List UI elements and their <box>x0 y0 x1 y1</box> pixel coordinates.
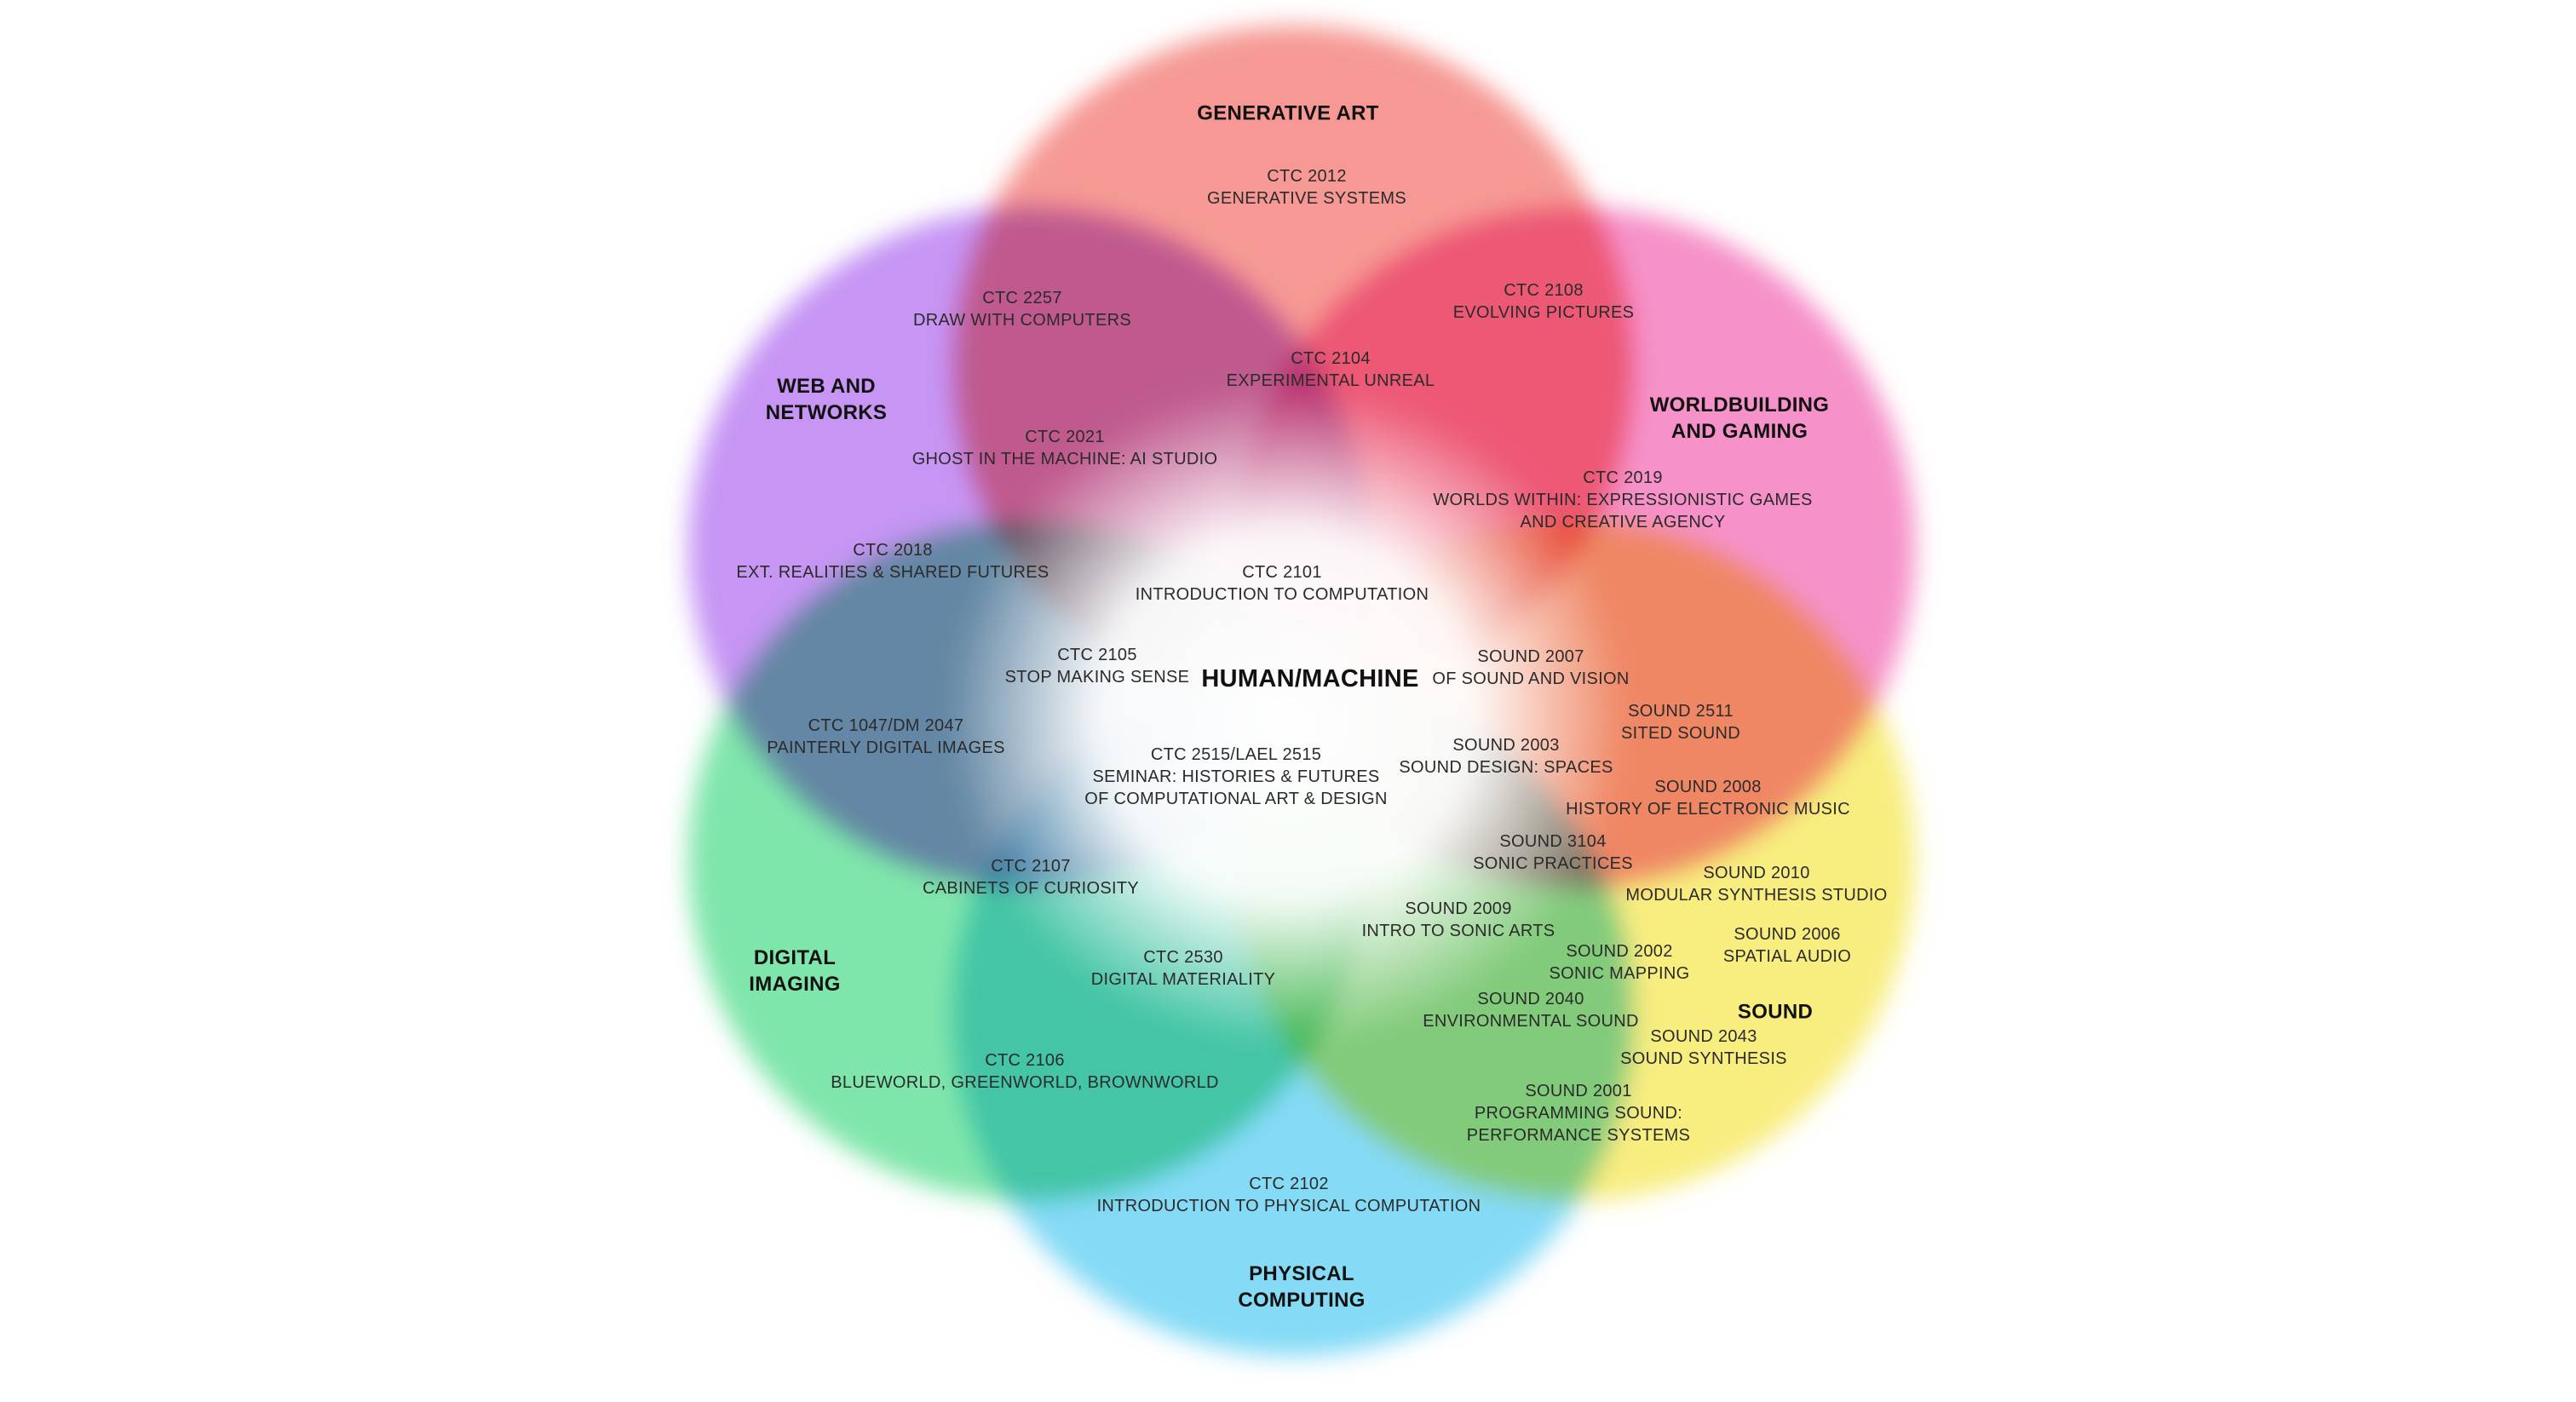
course-ctc-2107: CTC 2107 CABINETS OF CURIOSITY <box>922 857 1140 898</box>
course-ctc-2104: CTC 2104 EXPERIMENTAL UNREAL <box>1226 349 1435 390</box>
course-ctc-2101: CTC 2101 INTRODUCTION TO COMPUTATION <box>1135 563 1429 604</box>
category-physical-computing: PHYSICAL COMPUTING <box>1238 1261 1366 1312</box>
course-ctc-2515-lael-2515: CTC 2515/LAEL 2515 SEMINAR: HISTORIES & … <box>1084 745 1388 808</box>
course-ctc-2106: CTC 2106 BLUEWORLD, GREENWORLD, BROWNWOR… <box>831 1051 1219 1092</box>
course-sound-2008: SOUND 2008 HISTORY OF ELECTRONIC MUSIC <box>1566 778 1850 819</box>
course-sound-2006: SOUND 2006 SPATIAL AUDIO <box>1722 925 1852 966</box>
course-sound-2040: SOUND 2040 ENVIRONMENTAL SOUND <box>1423 990 1639 1031</box>
category-worldbuilding-gaming: WORLDBUILDING AND GAMING <box>1649 393 1830 443</box>
course-ctc-1047-dm-2047: CTC 1047/DM 2047 PAINTERLY DIGITAL IMAGE… <box>767 716 1005 757</box>
course-sound-2002: SOUND 2002 SONIC MAPPING <box>1549 942 1690 983</box>
course-ctc-2018: CTC 2018 EXT. REALITIES & SHARED FUTURES <box>736 541 1049 582</box>
course-sound-2010: SOUND 2010 MODULAR SYNTHESIS STUDIO <box>1625 864 1888 905</box>
course-ctc-2012: CTC 2012 GENERATIVE SYSTEMS <box>1207 167 1406 208</box>
course-ctc-2257: CTC 2257 DRAW WITH COMPUTERS <box>912 289 1132 330</box>
course-ctc-2019: CTC 2019 WORLDS WITHIN: EXPRESSIONISTIC … <box>1433 468 1813 531</box>
course-sound-2001: SOUND 2001 PROGRAMMING SOUND: PERFORMANC… <box>1466 1082 1691 1145</box>
course-sound-2043: SOUND 2043 SOUND SYNTHESIS <box>1620 1027 1787 1068</box>
course-sound-2009: SOUND 2009 INTRO TO SONIC ARTS <box>1361 899 1555 940</box>
course-sound-2007: SOUND 2007 OF SOUND AND VISION <box>1432 647 1630 688</box>
course-ctc-2021: CTC 2021 GHOST IN THE MACHINE: AI STUDIO <box>911 428 1218 468</box>
course-sound-2003: SOUND 2003 SOUND DESIGN: SPACES <box>1399 736 1613 777</box>
category-human-machine: HUMAN/MACHINE <box>1201 665 1419 693</box>
course-ctc-2108: CTC 2108 EVOLVING PICTURES <box>1452 281 1635 322</box>
category-generative-art: GENERATIVE ART <box>1197 101 1379 125</box>
center-glow <box>946 383 1627 1048</box>
course-sound-3104: SOUND 3104 SONIC PRACTICES <box>1473 832 1633 873</box>
category-web-networks: WEB AND NETWORKS <box>765 374 888 424</box>
course-ctc-2530: CTC 2530 DIGITAL MATERIALITY <box>1090 948 1276 989</box>
course-ctc-2105: CTC 2105 STOP MAKING SENSE <box>1004 646 1190 687</box>
category-digital-imaging: DIGITAL IMAGING <box>749 945 841 996</box>
category-sound: SOUND <box>1737 1000 1814 1024</box>
course-sound-2511: SOUND 2511 SITED SOUND <box>1621 702 1740 743</box>
course-ctc-2102: CTC 2102 INTRODUCTION TO PHYSICAL COMPUT… <box>1096 1175 1481 1215</box>
